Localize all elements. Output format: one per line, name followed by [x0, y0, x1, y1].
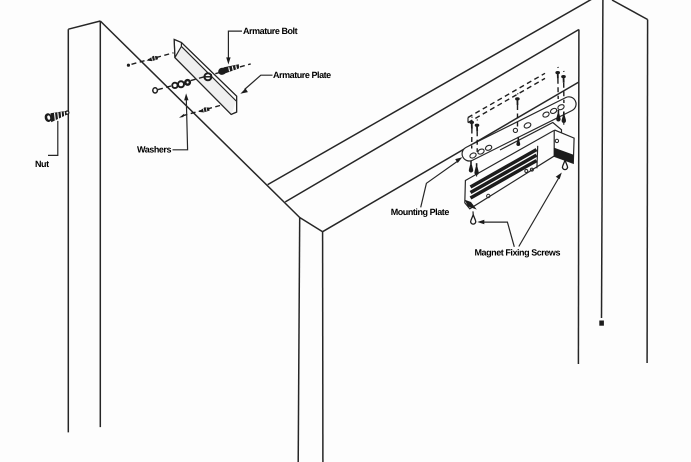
svg-text:Nut: Nut	[35, 159, 49, 169]
svg-text:Mounting Plate: Mounting Plate	[391, 207, 450, 217]
svg-text:Magnet Fixing Screws: Magnet Fixing Screws	[475, 247, 561, 257]
svg-text:Armature Bolt: Armature Bolt	[243, 26, 298, 36]
svg-text:Washers: Washers	[137, 145, 171, 155]
svg-text:Armature Plate: Armature Plate	[273, 70, 331, 80]
